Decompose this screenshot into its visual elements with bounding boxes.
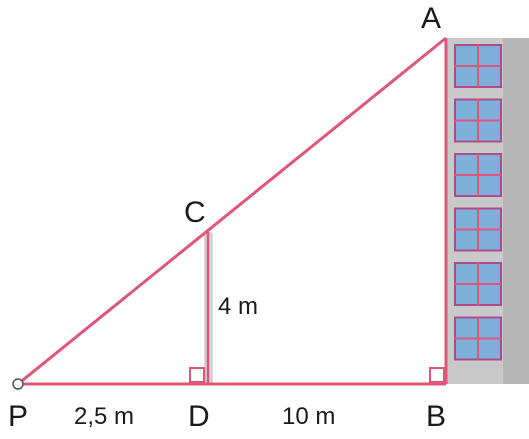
label-point-b: B — [426, 400, 446, 433]
building-windows — [454, 44, 502, 361]
label-length-pd: 2,5 m — [74, 403, 134, 430]
label-point-d: D — [188, 400, 210, 433]
point-p-marker — [12, 378, 24, 390]
label-point-c: C — [184, 196, 206, 229]
building-shadow-edge — [503, 38, 529, 384]
label-length-db: 10 m — [282, 403, 335, 430]
label-height-cd: 4 m — [218, 293, 258, 320]
right-angle-marker-b — [429, 367, 445, 383]
label-point-a: A — [421, 2, 441, 35]
right-angle-marker-d — [189, 367, 205, 383]
label-point-p: P — [8, 400, 28, 433]
hypotenuse-pa — [17, 36, 447, 386]
